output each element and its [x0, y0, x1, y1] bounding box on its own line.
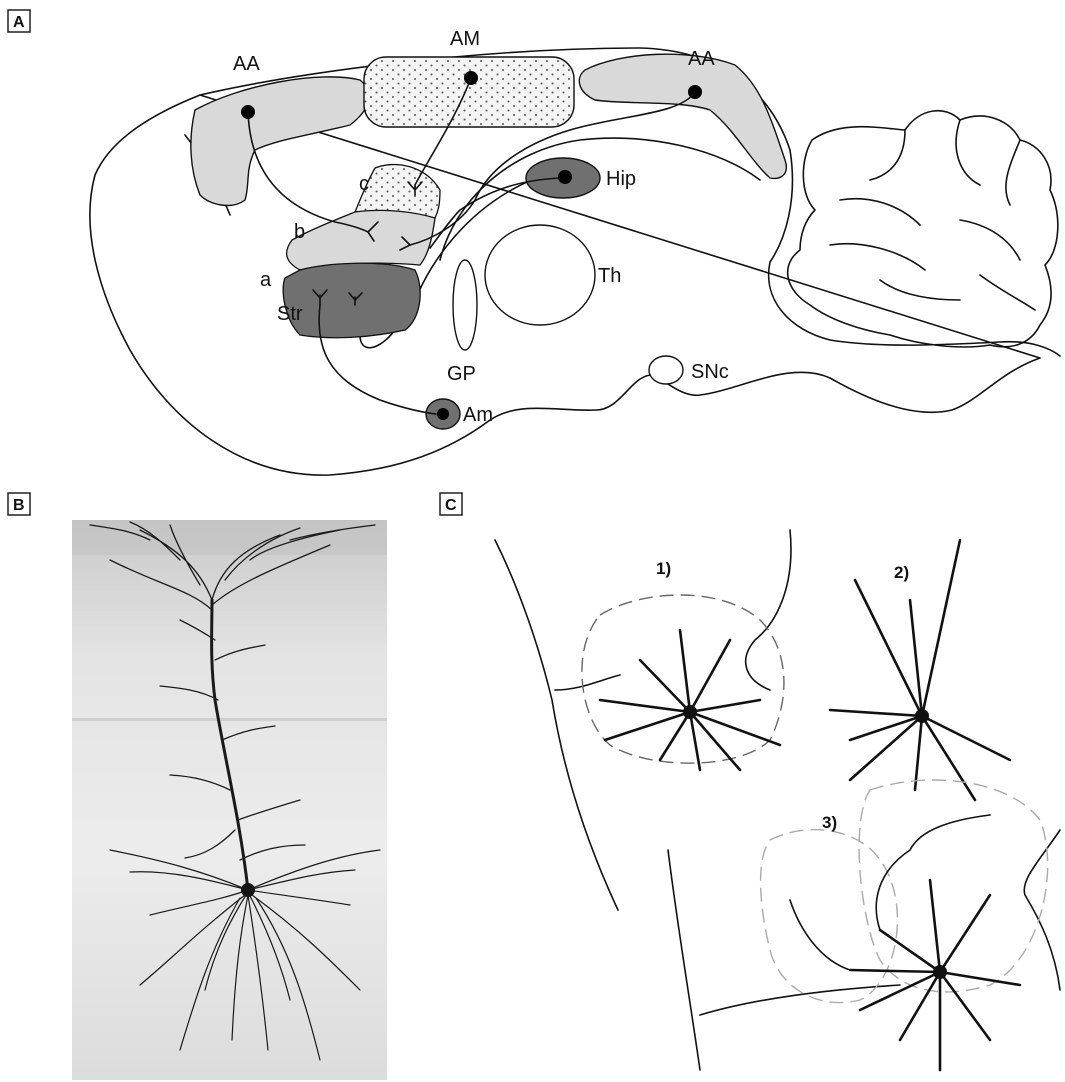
label-neuron-3: 3)	[822, 813, 837, 832]
panel-c-letter: C	[445, 497, 457, 514]
label-aa-right: AA	[688, 48, 715, 70]
label-am-top: AM	[450, 28, 480, 50]
label-neuron-1: 1)	[656, 559, 671, 578]
neuron-2-dendrites	[830, 540, 1010, 800]
label-b: b	[294, 221, 305, 243]
am-region	[364, 57, 574, 127]
hip-dot	[558, 170, 572, 184]
striatum-a-region	[283, 263, 420, 337]
photo-top-band	[72, 520, 387, 555]
boundary-lower-mid	[700, 985, 900, 1015]
corpus-callosum-curve	[440, 138, 760, 260]
amygdala-dot	[437, 408, 449, 420]
panel-b: B	[8, 493, 387, 1080]
label-th: Th	[598, 265, 621, 287]
neuron-3-axon	[790, 815, 990, 970]
boundary-lower-left	[668, 850, 700, 1070]
label-am-bottom: Am	[463, 404, 493, 426]
panel-c: C 1) 2) 3)	[440, 493, 1060, 1070]
cerebellum-folia	[830, 120, 1035, 310]
neuron-3-soma	[933, 965, 947, 979]
boundary-mid	[555, 675, 620, 690]
neuron-3-field-b	[859, 780, 1048, 992]
aa-right-region	[579, 54, 786, 178]
label-hip: Hip	[606, 168, 636, 190]
label-snc: SNc	[691, 361, 729, 383]
panel-a: A	[8, 10, 1060, 475]
panel-b-letter: B	[13, 497, 25, 514]
label-gp: GP	[447, 363, 476, 385]
label-c: c	[359, 173, 369, 195]
boundary-top-right	[746, 530, 791, 690]
snc	[649, 356, 683, 384]
photo-band-line	[72, 718, 387, 721]
globus-pallidus	[453, 260, 477, 350]
aa-left-region	[191, 77, 369, 206]
boundary-left	[495, 540, 618, 910]
thalamus	[485, 225, 595, 325]
label-neuron-2: 2)	[894, 563, 909, 582]
neuron-photo	[72, 520, 387, 1080]
label-str: Str	[277, 303, 303, 325]
striatum-b-region	[287, 210, 435, 270]
neuron-1-soma	[683, 705, 697, 719]
neuron-1-dendrites	[600, 630, 780, 770]
panel-a-letter: A	[13, 14, 25, 31]
label-a: a	[260, 269, 272, 291]
label-aa-left: AA	[233, 53, 260, 75]
neuron-2-soma	[915, 709, 929, 723]
